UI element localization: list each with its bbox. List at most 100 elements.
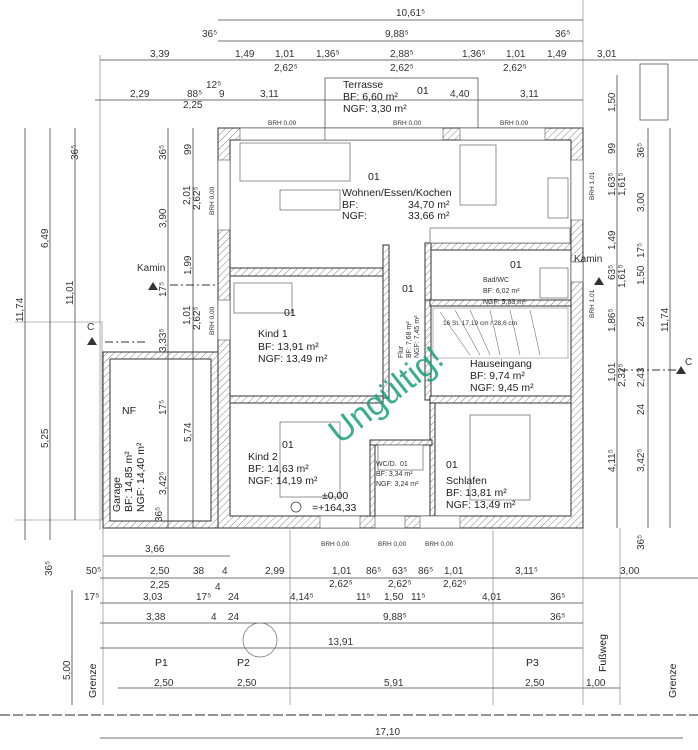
kamin-marker-icon <box>148 282 158 290</box>
brh-label: BRH 0,00 <box>209 306 216 335</box>
room-bf: BF: 14,85 m² <box>123 451 135 512</box>
footpath-label: Fußweg <box>597 634 609 672</box>
dim-label: 3,11⁵ <box>515 566 538 577</box>
dim-label: 11⁵ <box>411 592 426 603</box>
dim-label: 1,99 <box>183 255 194 275</box>
room-schlafen: 01 Schlafen BF: 13,81 m² NGF: 13,49 m² <box>446 459 516 511</box>
dim-label: 3,00 <box>620 566 640 577</box>
dim-label: 17⁵ <box>158 400 169 415</box>
dim-label: 36⁵ <box>555 29 570 40</box>
room-name: Garage <box>111 477 123 512</box>
dim-label: 12⁵ <box>206 80 221 91</box>
dim-label: 2,32⁵ <box>617 363 628 387</box>
boundary-label: Grenze <box>667 663 679 698</box>
stairs-label: 16 St. 17,19 cm / 28,6 cm <box>443 320 517 327</box>
dim-label: 2,01 <box>182 185 193 205</box>
dim-label: 36⁵ <box>550 612 565 623</box>
dim-label: 11,74 <box>660 307 671 332</box>
room-ngf: NGF: 14,19 m² <box>248 475 318 487</box>
dim-label: 1,49 <box>607 230 618 250</box>
dim-label: 13,91 <box>328 637 353 648</box>
dim-label: 5,25 <box>40 428 51 448</box>
room-bf: BF: 6,02 m² <box>483 288 520 295</box>
dim-label: 1,61⁵ <box>617 172 628 196</box>
room-bad: 01 Bad/WC BF: 6,02 m² NGF: 5,83 m² <box>483 259 526 306</box>
dim-label: 1,36⁵ <box>316 49 340 60</box>
dim-label: 17⁵ <box>196 592 211 603</box>
dim-label: 3,01 <box>597 49 617 60</box>
dim-label: 11⁵ <box>356 592 371 603</box>
dim-label: 1,01 <box>607 362 618 382</box>
room-name: Schlafen <box>446 475 487 487</box>
dim-label: 36⁵ <box>202 29 217 40</box>
room-bf: BF: 13,81 m² <box>446 487 507 499</box>
room-ngf: NGF: 7,45 m² <box>414 315 421 358</box>
room-ngf: NGF: 13,49 m² <box>446 499 516 511</box>
dim-label: 24 <box>228 592 240 603</box>
dim-label: 4 <box>222 566 228 577</box>
dim-label: 38 <box>193 566 205 577</box>
staircase: 16 St. 17,19 cm / 28,6 cm <box>432 307 569 359</box>
dim-label: 86⁵ <box>418 566 433 577</box>
dim-label: 11,74 <box>15 297 26 322</box>
dim-label: 17⁵ <box>84 592 99 603</box>
dim-label: 3,38 <box>146 612 166 623</box>
dim-label: 3,00 <box>636 192 647 212</box>
dim-label: 24 <box>636 403 647 415</box>
left-dimensions: 11,74 6,49 11,01 5,25 36⁵ 36⁵ 3,90 17⁵ 3… <box>15 128 218 540</box>
dim-label: 1,50 <box>636 265 647 285</box>
dim-label: 5,91 <box>384 678 404 689</box>
dim-label: 3,42⁵ <box>636 448 647 472</box>
dim-label: 1,36⁵ <box>462 49 486 60</box>
parking-p3: P3 <box>526 657 539 669</box>
brh-label: BRH 0,00 <box>425 541 454 548</box>
carport-outline <box>15 321 103 521</box>
dim-label: 2,50 <box>525 678 545 689</box>
brh-label: BRH 0,00 <box>321 541 350 548</box>
dim-label: 9 <box>219 89 225 100</box>
dim-label: 2,62⁵ <box>329 579 353 590</box>
room-number: 01 <box>284 307 296 319</box>
dim-label: 2,25 <box>183 100 203 111</box>
dim-label: 1,49 <box>547 49 567 60</box>
tree-icon <box>242 622 278 658</box>
dim-label: 1,50 <box>607 92 618 112</box>
room-ngf: NGF: 13,49 m² <box>258 353 328 365</box>
dim-label: 4 <box>215 582 221 593</box>
room-kind2: 01 Kind 2 BF: 14,63 m² NGF: 14,19 m² ±0,… <box>248 439 357 514</box>
room-name: Terrasse <box>343 79 383 91</box>
dim-label: 1,01 <box>332 566 352 577</box>
dim-label: 3,90 <box>158 208 169 228</box>
dim-label: 1,01 <box>506 49 526 60</box>
section-marker-icon <box>676 366 686 374</box>
dim-label: 1,50 <box>384 592 404 603</box>
dim-label: 3,66 <box>145 544 165 555</box>
dim-label: 1,86⁵ <box>607 308 618 332</box>
dim-label: 2,62⁵ <box>274 63 298 74</box>
room-kind1: 01 Kind 1 BF: 13,91 m² NGF: 13,49 m² <box>258 307 328 365</box>
dim-label: 4 <box>211 612 217 623</box>
room-bf-label: BF: <box>342 199 358 211</box>
dim-label: 24 <box>228 612 240 623</box>
brh-label: BRH 0,00 <box>378 541 407 548</box>
dim-label: 1,49 <box>235 49 255 60</box>
boundary-label: Grenze <box>87 663 99 698</box>
dim-label: 9,88⁵ <box>385 29 409 40</box>
dim-label: 4,11⁵ <box>607 449 618 472</box>
dim-label: 36⁵ <box>636 143 647 158</box>
room-wohnen: 01 Wohnen/Essen/Kochen BF: 34,70 m² NGF:… <box>342 171 452 222</box>
room-number: 01 <box>368 171 380 183</box>
room-ngf: NGF: 3,30 m² <box>343 103 407 115</box>
brh-labels: BRH 0,00 BRH 0,00 BRH 0,00 BRH 0,00 BRH … <box>209 120 596 548</box>
room-name: Bad/WC <box>483 277 509 284</box>
top-dimensions: 10,61⁵ 36⁵ 9,88⁵ 36⁵ 3,39 1,49 1,01 2,62… <box>95 0 698 530</box>
dim-label: 4,14⁵ <box>290 592 314 603</box>
dim-label: 5,00 <box>62 660 73 680</box>
room-name: Kind 2 <box>248 451 278 463</box>
level-marker-icon <box>290 501 302 513</box>
room-bf: BF: 9,74 m² <box>470 370 525 382</box>
dim-label: 36⁵ <box>550 592 565 603</box>
building-walls <box>217 127 584 529</box>
dim-label: 36⁵ <box>158 145 169 160</box>
brh-label: BRH 0,00 <box>393 120 422 127</box>
